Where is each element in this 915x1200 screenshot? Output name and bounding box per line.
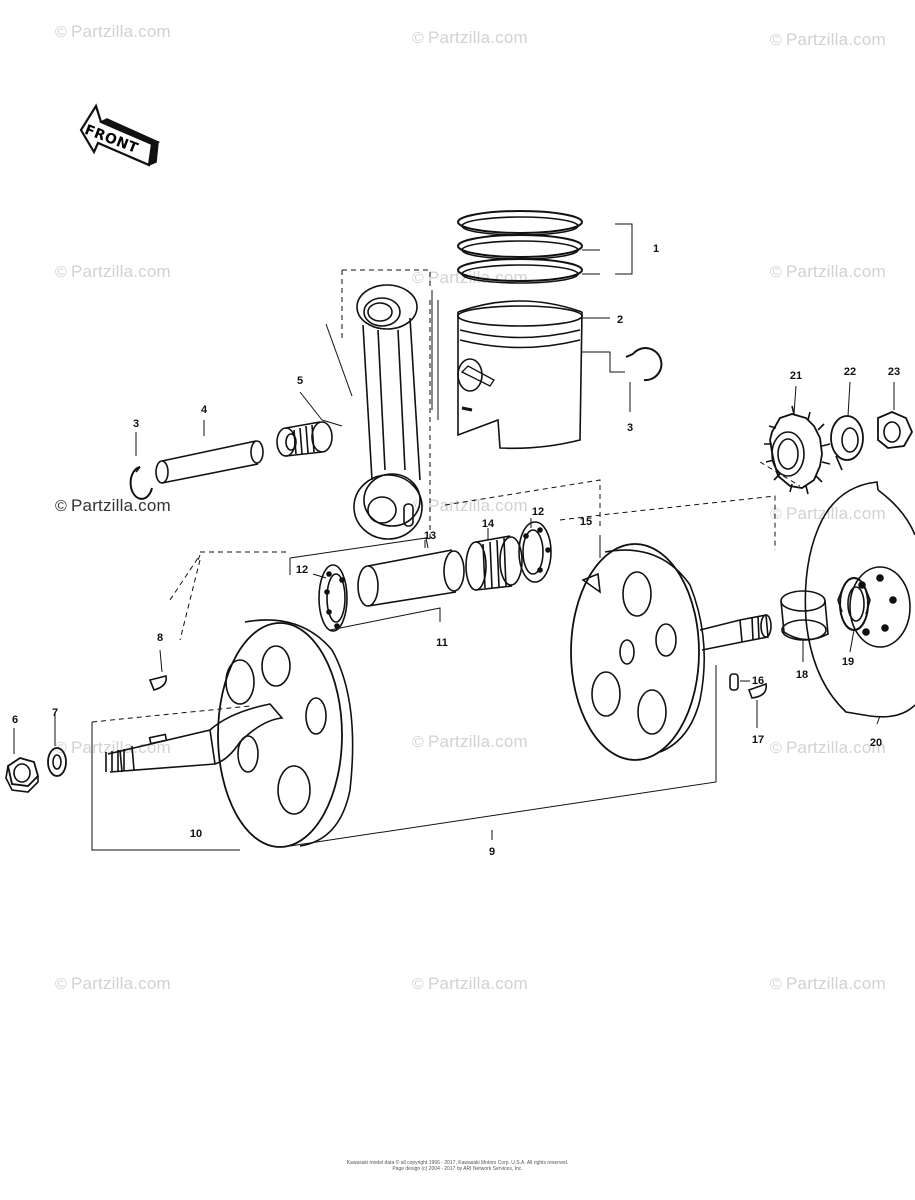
copyright-line: Kawasaki model data © all copyright 1966… <box>346 1160 569 1166</box>
callout-1: 1 <box>652 243 660 255</box>
thrust-washer-right <box>518 521 552 583</box>
callout-17: 17 <box>751 734 765 746</box>
callout-8: 8 <box>156 632 164 644</box>
callout-15: 15 <box>579 516 593 528</box>
thrust-washer-left <box>318 564 348 632</box>
watermark: ©Partzilla.com <box>412 732 528 751</box>
circlip-left <box>129 466 153 500</box>
callout-7: 7 <box>51 707 59 719</box>
washer-right <box>830 415 864 471</box>
washer-left <box>47 747 67 777</box>
callout-12: 12 <box>531 506 545 518</box>
watermark: ©Partzilla.com <box>770 30 886 49</box>
callout-21: 21 <box>789 370 803 382</box>
crank-pin <box>357 549 465 607</box>
leader-lines <box>13 223 895 851</box>
callout-2: 2 <box>616 314 624 326</box>
woodruff-key-right <box>747 682 768 699</box>
callout-14: 14 <box>481 518 495 530</box>
small-end-bearing <box>276 421 333 457</box>
watermark: ©Partzilla.com <box>412 974 528 993</box>
nut-right <box>877 411 914 449</box>
watermark: ©Partzilla.com <box>55 262 171 281</box>
callout-3: 3 <box>132 418 140 430</box>
watermark: ©Partzilla.com <box>770 974 886 993</box>
watermark: ©Partzilla.com <box>55 974 171 993</box>
callout-20: 20 <box>869 737 883 749</box>
left-crank-half <box>105 619 354 848</box>
watermark: ©Partzilla.com <box>412 496 528 515</box>
dowel-pin <box>729 673 739 691</box>
connecting-rod <box>353 284 423 540</box>
sleeve <box>780 590 829 641</box>
callout-9: 9 <box>488 846 496 858</box>
callout-18: 18 <box>795 669 809 681</box>
circlip-right <box>625 347 663 382</box>
drive-gear <box>764 405 831 495</box>
right-crank-half <box>570 543 772 761</box>
woodruff-key-left <box>148 675 168 691</box>
watermark: ©Partzilla.com <box>770 738 886 757</box>
watermark: ©Partzilla.com <box>55 22 171 41</box>
nut-left <box>5 757 40 793</box>
callout-6: 6 <box>11 714 19 726</box>
callout-10: 10 <box>189 828 203 840</box>
front-arrow-icon <box>79 103 161 167</box>
callout-12: 12 <box>295 564 309 576</box>
callout-16: 16 <box>751 675 765 687</box>
callout-3: 3 <box>626 422 634 434</box>
piston-pin <box>155 440 264 484</box>
piston <box>431 290 583 450</box>
callout-19: 19 <box>841 656 855 668</box>
piston-rings <box>457 210 583 284</box>
callout-5: 5 <box>296 375 304 387</box>
page-design-line: Page design (c) 2004 - 2017 by ARI Netwo… <box>392 1166 523 1172</box>
watermark: ©Partzilla.com <box>412 28 528 47</box>
watermark: ©Partzilla.com <box>770 262 886 281</box>
watermark-dark: ©Partzilla.com <box>55 496 171 515</box>
callout-23: 23 <box>887 366 901 378</box>
callout-4: 4 <box>200 404 208 416</box>
callout-22: 22 <box>843 366 857 378</box>
watermark: ©Partzilla.com <box>770 504 886 523</box>
big-end-bearing <box>465 535 523 591</box>
rotor-disc <box>804 481 915 718</box>
callout-13: 13 <box>423 530 437 542</box>
callout-11: 11 <box>436 637 448 649</box>
